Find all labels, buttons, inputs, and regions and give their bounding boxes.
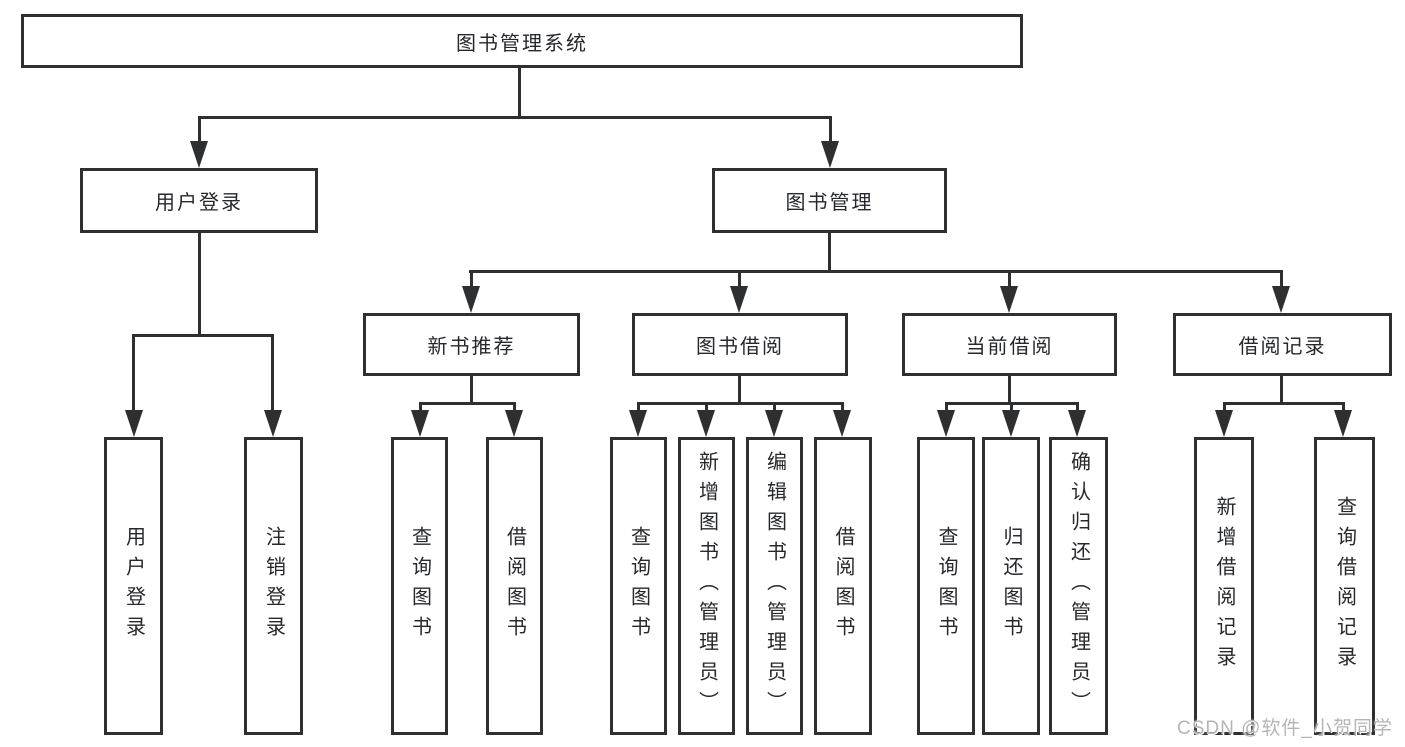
leaf-cb-confirm-return-admin: 确认归还（管理员） [1049,437,1108,735]
arrowhead-book-borrow [730,286,748,313]
arrowhead-current-borrow [1000,286,1018,313]
connector-stem-borrow-record [1280,270,1283,288]
leaf-cb-query-book: 查询图书 [917,437,975,735]
connector-stem-br-leaf1 [1223,402,1226,412]
arrowhead-borrow-record [1272,286,1290,313]
connector-stem-new-book-rec [470,270,473,288]
connector-stem-login-leaf [132,334,135,412]
arrowhead-cb-leaf3 [1068,410,1086,437]
connector-user-login-bus [132,334,274,337]
leaf-nbr-borrow-book: 借阅图书 [486,437,543,735]
connector-book-mgmt-drop [828,232,831,272]
node-user-login: 用户登录 [80,168,318,233]
connector-new-book-rec-bus [419,402,516,405]
connector-stem-bb-leaf3 [773,402,776,412]
leaf-bb-edit-book-admin: 编辑图书（管理员） [746,437,803,735]
connector-stem-cb-leaf2 [1010,402,1013,412]
connector-book-borrow-drop [738,375,741,405]
connector-stem-book-mgmt [829,116,832,146]
arrowhead-bb-leaf4 [833,410,851,437]
connector-book-borrow-bus [637,402,844,405]
connector-root-drop [518,67,521,118]
leaf-br-add-record: 新增借阅记录 [1194,437,1254,735]
connector-user-login-drop [198,232,201,336]
connector-stem-nbr-leaf2 [513,402,516,412]
connector-stem-nbr-leaf1 [419,402,422,412]
arrowhead-bb-leaf3 [765,410,783,437]
arrowhead-br-leaf1 [1215,410,1233,437]
arrowhead-book-mgmt [821,141,839,168]
connector-stem-cb-leaf3 [1076,402,1079,412]
arrowhead-br-leaf2 [1334,410,1352,437]
node-book-borrow: 图书借阅 [632,313,848,376]
node-root: 图书管理系统 [21,14,1023,68]
leaf-user-login: 用户登录 [104,437,163,735]
connector-stem-bb-leaf4 [841,402,844,412]
arrowhead-bb-leaf1 [629,410,647,437]
leaf-br-query-record: 查询借阅记录 [1314,437,1375,735]
csdn-watermark: CSDN @软件_小贺同学 [1177,718,1393,739]
connector-stem-current-borrow [1008,270,1011,288]
connector-current-borrow-drop [1008,375,1011,405]
connector-stem-user-login [198,116,201,146]
arrowhead-cb-leaf2 [1002,410,1020,437]
arrowhead-logout-leaf [264,410,282,437]
leaf-nbr-query-book: 查询图书 [391,437,448,735]
leaf-bb-add-book-admin: 新增图书（管理员） [678,437,735,735]
connector-borrow-record-bus [1223,402,1344,405]
connector-stem-bb-leaf2 [705,402,708,412]
connector-borrow-record-drop [1280,375,1283,405]
arrowhead-user-login [190,141,208,168]
connector-stem-bb-leaf1 [637,402,640,412]
leaf-logout: 注销登录 [244,437,303,735]
node-current-borrow: 当前借阅 [902,313,1117,376]
arrowhead-new-book-rec [462,286,480,313]
arrowhead-cb-leaf1 [937,410,955,437]
leaf-cb-return-book: 归还图书 [982,437,1040,735]
connector-stem-br-leaf2 [1342,402,1345,412]
arrowhead-bb-leaf2 [697,410,715,437]
connector-stem-logout-leaf [271,334,274,412]
node-new-book-rec: 新书推荐 [363,313,580,376]
connector-new-book-rec-drop [470,375,473,405]
arrowhead-login-leaf [125,410,143,437]
connector-level2-bus [198,116,832,119]
arrowhead-nbr-leaf1 [411,410,429,437]
connector-stem-cb-leaf1 [945,402,948,412]
arrowhead-nbr-leaf2 [505,410,523,437]
node-borrow-record: 借阅记录 [1173,313,1392,376]
leaf-bb-query-book: 查询图书 [610,437,667,735]
connector-stem-book-borrow [738,270,741,288]
node-book-mgmt: 图书管理 [712,168,947,233]
leaf-bb-borrow-book: 借阅图书 [814,437,872,735]
connector-level3-bus [469,270,1283,273]
